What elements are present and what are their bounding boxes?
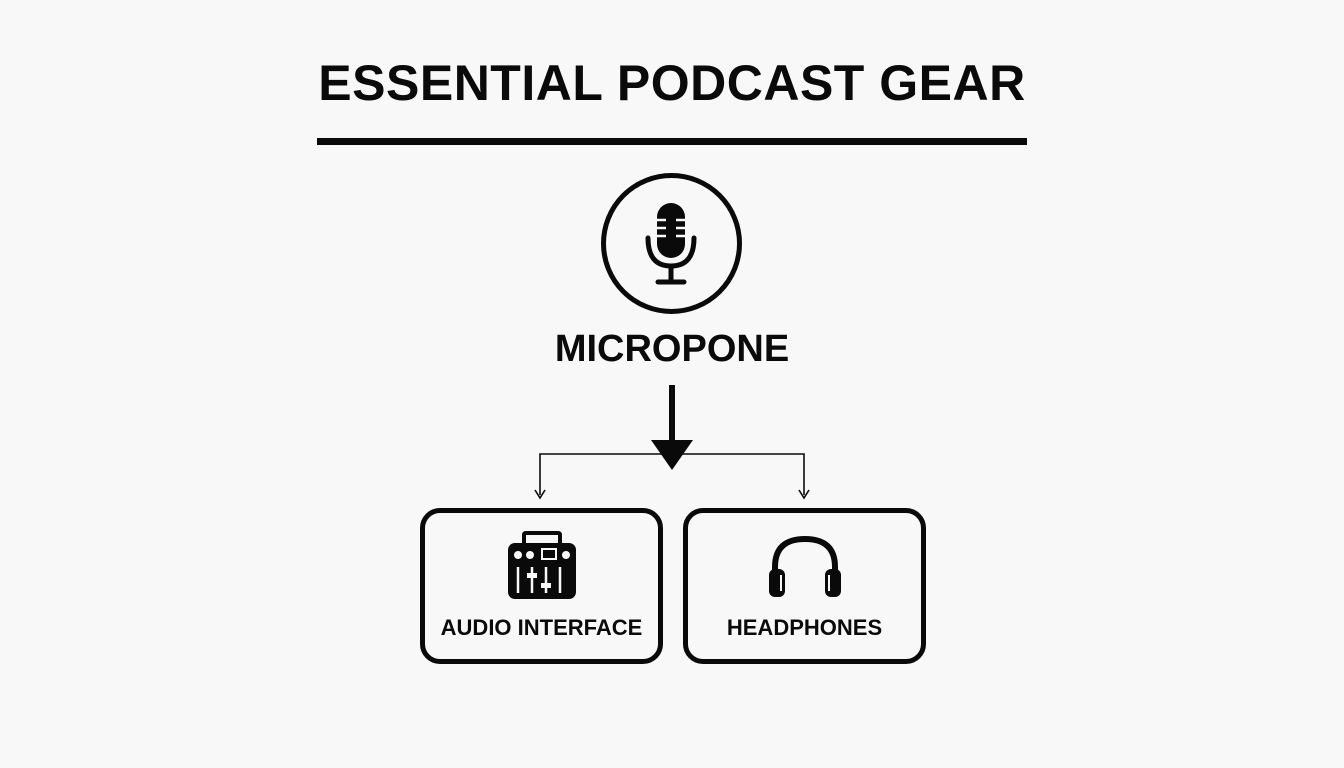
headphones-node: HEADPHONES xyxy=(683,508,926,664)
headphones-icon xyxy=(768,535,841,597)
branch-arrow-right xyxy=(798,489,810,500)
branch-line xyxy=(539,453,805,495)
microphone-icon xyxy=(645,203,697,285)
audio-interface-label: AUDIO INTERFACE xyxy=(440,615,643,640)
audio-interface-icon xyxy=(507,531,576,599)
headphones-label: HEADPHONES xyxy=(726,615,883,640)
audio-interface-node: AUDIO INTERFACE xyxy=(420,508,663,664)
microphone-label: MICROPONE xyxy=(554,328,790,370)
microphone-node xyxy=(601,173,742,314)
title-underline xyxy=(317,138,1027,145)
main-arrow-head xyxy=(651,440,693,470)
branch-arrow-left xyxy=(534,489,546,500)
diagram-title: ESSENTIAL PODCAST GEAR xyxy=(318,55,1026,111)
